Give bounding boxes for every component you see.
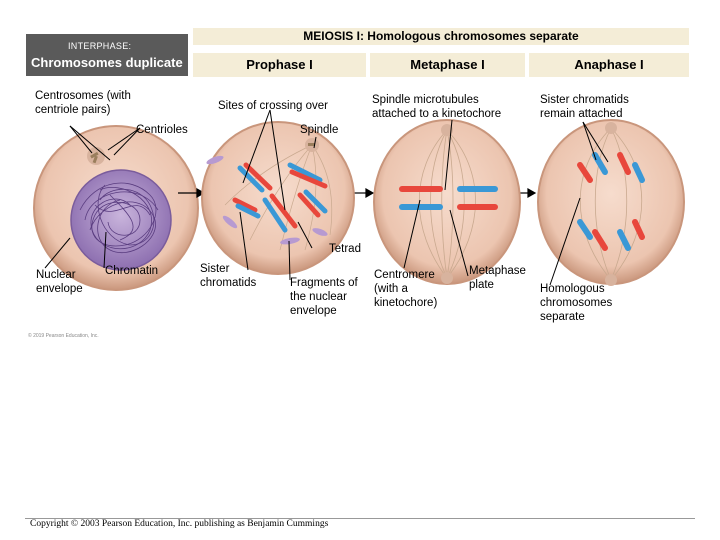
metaphase-label: Metaphase I — [370, 53, 525, 77]
anaphase-cell — [537, 119, 685, 286]
footer-copyright: Copyright © 2003 Pearson Education, Inc.… — [30, 519, 329, 529]
centrosomes-label: Centrosomes (with centriole pairs) — [35, 90, 131, 116]
interphase-header: INTERPHASE: Chromosomes duplicate — [26, 34, 188, 76]
meiosis-title: MEIOSIS I: Homologous chromosomes separa… — [193, 28, 689, 45]
envelope-fragments — [206, 155, 328, 245]
centrioles-label: Centrioles — [136, 124, 188, 136]
anaphase-chromosomes — [577, 152, 645, 251]
interphase-cell — [33, 125, 199, 291]
anaphase-spindle — [579, 127, 643, 281]
anaphase-label: Anaphase I — [529, 53, 689, 77]
metaphase-cell — [373, 119, 521, 285]
chromatin-scribble — [79, 182, 159, 253]
interphase-subtitle: Chromosomes duplicate — [31, 55, 183, 70]
spindle-fibers — [224, 144, 333, 251]
centromere-label: Centromere (with a kinetochore) — [374, 269, 438, 309]
metaphase-plate-label: Metaphase plate — [469, 265, 526, 291]
footer-rule — [25, 518, 695, 519]
nucleus — [70, 169, 172, 271]
metaphase-spindle — [418, 129, 476, 279]
chromatin-label: Chromatin — [105, 265, 159, 277]
sister-chromatids-attached-label: Sister chromatids remain attached — [540, 94, 629, 120]
prophase-chromosomes — [232, 162, 328, 233]
anaphase-centrosomes — [605, 122, 617, 286]
leader-lines — [44, 109, 609, 286]
fragments-label: Fragments of the nuclear envelope — [290, 277, 358, 317]
spindle-microtubules-label: Spindle microtubules attached to a kinet… — [372, 94, 502, 120]
sister-chromatids-label: Sister chromatids — [200, 263, 257, 289]
metaphase-chromosomes — [399, 186, 498, 210]
prophase-cell — [201, 121, 355, 275]
image-credit: © 2019 Pearson Education, Inc. — [28, 333, 99, 339]
prophase-label: Prophase I — [193, 53, 366, 77]
prophase-centrosome — [305, 138, 319, 152]
crossing-over-label: Sites of crossing over — [218, 100, 328, 112]
spindle-label: Spindle — [300, 124, 339, 136]
metaphase-centrosomes — [441, 124, 453, 284]
interphase-title: INTERPHASE: — [68, 41, 132, 51]
stage-arrows — [178, 187, 537, 199]
tetrad-label: Tetrad — [329, 243, 361, 255]
nuclear-envelope-label: Nuclear envelope — [36, 269, 83, 295]
homologous-separate-label: Homologous chromosomes separate — [540, 283, 613, 323]
